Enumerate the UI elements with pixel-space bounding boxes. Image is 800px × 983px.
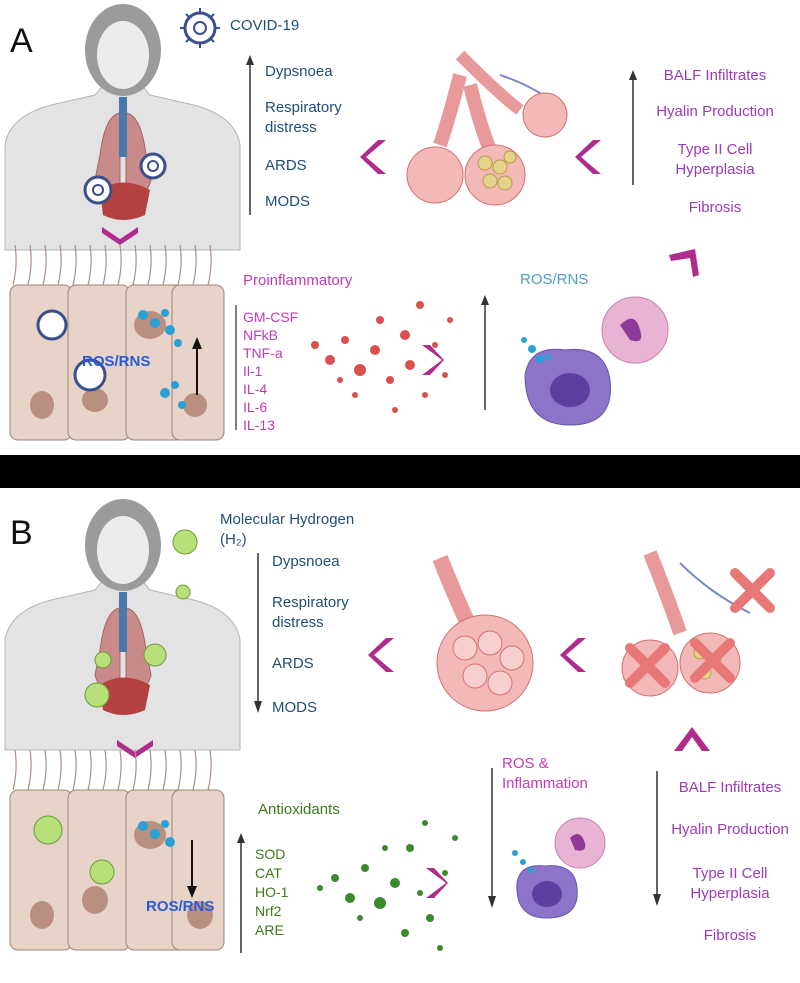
finding-type2-b: Type II Cell Hyperplasia [690,865,770,902]
chevron-down-icon [102,227,138,245]
symptom-mods-a: MODS [265,193,310,210]
chevron-left-icon [360,140,386,174]
up-arrow-antioxidants [237,833,245,953]
virus-icon [180,8,220,48]
up-arrow-ros-a [481,295,489,410]
finding-hyalin-a: Hyalin Production [656,103,774,120]
alveoli-infected-illustration [406,50,568,206]
hydrogen-label: Molecular Hydrogen (H₂) [220,511,355,548]
chevron-left-icon [560,638,586,672]
cell-ros-label-b: ROS/RNS [146,898,215,915]
symptom-ards-b: ARDS [272,655,314,672]
cytokine-tnf-a: TNF-a [243,345,283,361]
cross-icon [690,638,735,683]
human-figure-b [4,499,241,751]
immune-cells-a [521,296,669,426]
covid-label: COVID-19 [230,17,300,34]
antioxidant-sod: SOD [255,846,286,862]
cytokine-il-4: IL-4 [243,381,268,397]
symptom-dypsnoea-b: Dypsnoea [272,553,340,570]
chevron-up-right-icon [669,249,699,277]
ros-inflammation-label: ROS & Inflammation [502,755,588,792]
antioxidant-are: ARE [255,922,284,938]
antioxidant-cat: CAT [255,865,282,881]
symptom-respiratory-distress-b: Respiratory distress [272,594,349,631]
antioxidant-particles [317,820,458,951]
cross-icon [730,568,775,613]
ros-label-a: ROS/RNS [520,271,589,288]
finding-fibrosis-b: Fibrosis [703,927,757,944]
down-arrow-symptoms-b [254,553,262,713]
symptom-respiratory-distress-a: Respiratory distress [265,99,342,136]
symptom-dypsnoea-a: Dypsnoea [265,63,333,80]
panel-divider [0,455,800,488]
epithelial-cells-a [9,244,225,441]
alveoli-blocked-illustration [621,550,775,697]
panel-a-label: A [10,22,33,60]
antioxidants-title: Antioxidants [258,801,340,818]
chevron-up-icon [674,727,710,751]
virus-in-lung-icon [139,152,167,180]
symptom-ards-a: ARDS [265,157,307,174]
cytokine-gm-csf: GM-CSF [243,309,299,325]
antioxidant-nrf2: Nrf2 [255,903,282,919]
cytokine-il-1: Il-1 [243,363,263,379]
up-arrow-symptoms-a [246,55,254,215]
chevron-left-icon [575,140,601,174]
cytokine-nfkb: NFkB [243,327,278,343]
finding-balf-a: BALF Infiltrates [663,67,767,84]
finding-hyalin-b: Hyalin Production [671,821,789,838]
antioxidant-ho-1: HO-1 [255,884,289,900]
symptom-mods-b: MODS [272,699,317,716]
chevron-left-icon [368,638,394,672]
alveoli-healthy-illustration [432,555,534,712]
chevron-right-icon [422,345,444,375]
virus-in-lung-icon [83,175,113,205]
finding-fibrosis-a: Fibrosis [688,199,742,216]
finding-balf-b: BALF Infiltrates [678,779,782,796]
cell-ros-label-a: ROS/RNS [82,353,151,370]
panel-b: B Molecular Hydrogen (H₂) ROS/RNS Dy [0,488,800,983]
proinflammatory-particles [311,301,453,413]
down-arrow-inflammation [488,768,496,908]
epithelial-cells-b [9,749,225,951]
proinflammatory-title: Proinflammatory [243,272,353,289]
panel-a: A COVID-19 [0,0,800,455]
immune-cells-b [512,817,606,919]
up-arrow-findings-a [629,70,637,185]
cytokine-bracket [235,305,237,430]
finding-type2-a: Type II Cell Hyperplasia [675,141,755,178]
cross-icon [625,643,670,688]
cytokine-il-6: IL-6 [243,399,268,415]
chevron-right-icon [426,868,448,898]
down-arrow-findings-b [653,771,661,906]
panel-b-label: B [10,514,33,552]
cytokine-il-13: IL-13 [243,417,275,433]
